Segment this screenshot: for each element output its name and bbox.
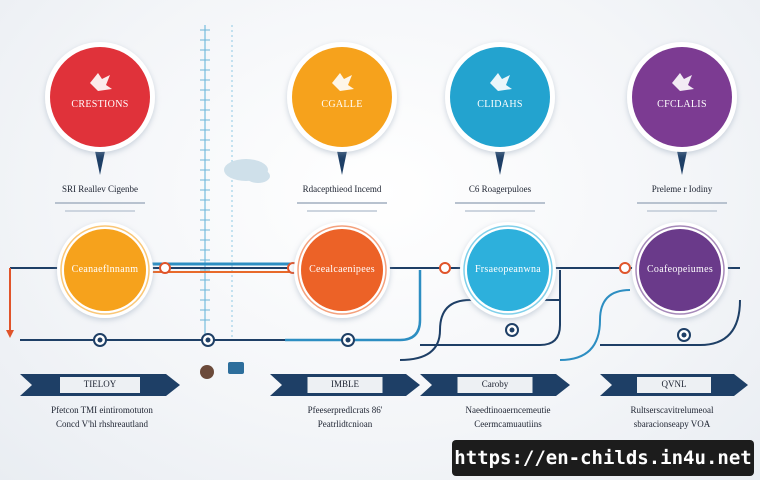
chevron-label: Caroby <box>481 379 509 389</box>
caption-text: SRI Reallev Cigenbe <box>62 184 138 194</box>
caption-text: C6 Roagerpuloes <box>468 184 532 194</box>
top-circle <box>632 47 732 147</box>
chevron-label: QVNL <box>661 379 687 389</box>
chevron-label-bg <box>307 377 383 393</box>
flow-line <box>600 299 741 346</box>
description-line: Pfeeserpredlcrats 86' <box>307 405 383 415</box>
description-line: Pfetcon TMI eintiromotuton <box>51 405 153 415</box>
decor-block <box>228 362 244 374</box>
description-line: Rultserscavitrelumeoal <box>630 405 714 415</box>
flag-icon <box>490 73 512 91</box>
chevron-label: IMBLE <box>331 379 359 389</box>
cloud-shape <box>246 169 270 183</box>
watermark-url: https://en-childs.in4u.net <box>452 440 754 476</box>
description-line: Ceermcamuautiins <box>474 419 542 429</box>
top-circle-label: CGALLE <box>321 99 363 110</box>
mid-circle-outline <box>463 225 553 315</box>
description-line: Naeedtinoaerncemeutie <box>465 405 551 415</box>
connector-node <box>159 262 171 274</box>
top-circle <box>292 47 392 147</box>
pin-tip <box>495 151 505 175</box>
top-circle <box>50 47 150 147</box>
flow-node-dot <box>97 337 103 343</box>
connector-node <box>439 262 451 274</box>
ship-icon <box>332 73 354 91</box>
flow-line <box>420 270 561 346</box>
description-line: sbaracionseapy VOA <box>633 419 711 429</box>
connector-node <box>619 262 631 274</box>
flow-line <box>285 270 422 342</box>
mid-circle-outline <box>60 225 150 315</box>
description-line: Concd V'hl rhshreautland <box>56 419 148 429</box>
mid-circle-label: Ceanaeflnnanm <box>71 264 139 275</box>
top-circle-label: CFCLALIS <box>657 99 707 110</box>
flow-line <box>559 289 631 361</box>
flow-line <box>399 299 560 361</box>
decor-dot <box>200 365 214 379</box>
pin-tip <box>95 151 105 175</box>
mid-circle <box>301 229 383 311</box>
chevron-label-bg <box>60 377 140 393</box>
top-circle-label: CLIDAHS <box>477 99 523 110</box>
description-line: Peatrlidtcnioan <box>317 419 373 429</box>
flow-node-dot <box>681 332 687 338</box>
mid-circle-label: Ceealcaenipees <box>309 264 375 275</box>
flow-node-dot <box>509 327 515 333</box>
top-circle <box>450 47 550 147</box>
chevron-label: TIELOY <box>83 379 117 389</box>
pin-tip <box>677 151 687 175</box>
fox-icon <box>672 73 694 91</box>
chevron-label-bg <box>457 377 533 393</box>
mid-circle-label: Coafeopeiumes <box>646 264 714 275</box>
mid-circle-outline <box>297 225 387 315</box>
mid-circle <box>467 229 549 311</box>
caption-text: Preleme r Iodiny <box>651 184 713 194</box>
bird-icon <box>90 73 112 91</box>
mid-circle-label: Frsaeopeanwna <box>474 264 542 275</box>
flow-node-dot <box>205 337 211 343</box>
chevron-label-bg <box>637 377 711 393</box>
mid-circle <box>64 229 146 311</box>
mid-circle-outline <box>635 225 725 315</box>
top-circle-label: CRESTIONS <box>71 99 129 110</box>
connector-left-arrow <box>6 330 14 338</box>
pin-tip <box>337 151 347 175</box>
caption-text: Rdacepthieod Incemd <box>302 184 382 194</box>
flow-node-dot <box>345 337 351 343</box>
mid-circle <box>639 229 721 311</box>
